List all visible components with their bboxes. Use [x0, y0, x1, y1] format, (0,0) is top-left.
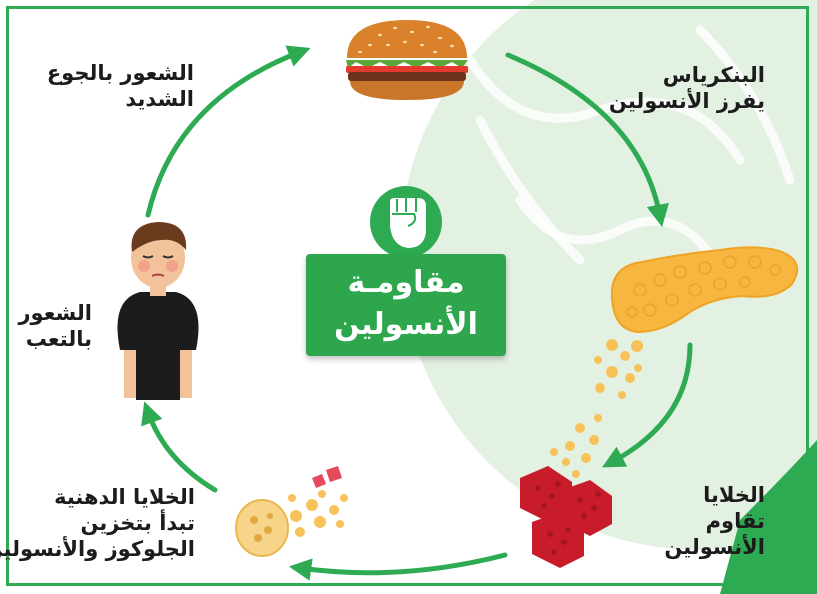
label-pancreas: البنكرياس يفرز الأنسولين	[609, 62, 765, 114]
center-title-line2: الأنسولين	[306, 306, 506, 344]
label-hunger-line2: الشديد	[47, 86, 194, 112]
label-fat-line3: الجلوكوز والأنسولين	[0, 536, 195, 562]
label-tired: الشعور بالتعب	[18, 300, 92, 352]
label-tired-line1: الشعور	[18, 300, 92, 326]
label-tired-line2: بالتعب	[18, 326, 92, 352]
label-hunger: الشعور بالجوع الشديد	[47, 60, 194, 112]
center-title-line1: مقاومـة	[306, 264, 506, 302]
label-pancreas-line2: يفرز الأنسولين	[609, 88, 765, 114]
label-pancreas-line1: البنكرياس	[609, 62, 765, 88]
label-cells-line2: تقاوم	[664, 508, 765, 534]
label-fat-line1: الخلايا الدهنية	[0, 484, 195, 510]
center-banner: مقاومـة الأنسولين	[306, 254, 506, 356]
label-cells-line1: الخلايا	[664, 482, 765, 508]
label-cells: الخلايا تقاوم الأنسولين	[664, 482, 765, 560]
label-fat-line2: تبدأ بتخزين	[0, 510, 195, 536]
label-cells-line3: الأنسولين	[664, 534, 765, 560]
label-fat: الخلايا الدهنية تبدأ بتخزين الجلوكوز وال…	[0, 484, 195, 562]
label-hunger-line1: الشعور بالجوع	[47, 60, 194, 86]
